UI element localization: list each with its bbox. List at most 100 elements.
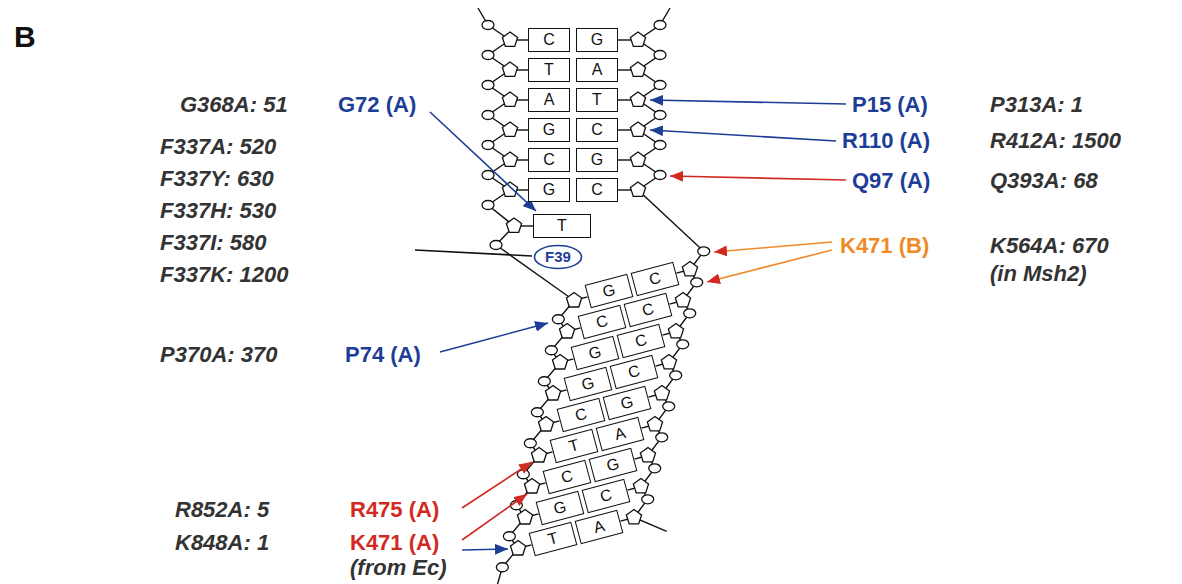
base-letter: G bbox=[591, 31, 603, 49]
base-letter: G bbox=[601, 281, 618, 301]
mutation-label: F337K: 1200 bbox=[160, 262, 288, 287]
base-box: C bbox=[617, 323, 666, 358]
residue-ellipse: F39 bbox=[533, 244, 583, 270]
base-box: A bbox=[575, 509, 624, 544]
base-letter: C bbox=[647, 269, 663, 289]
panel-label: B bbox=[14, 20, 36, 55]
base-box: T bbox=[576, 88, 618, 112]
mutation-label: F337Y: 630 bbox=[160, 166, 274, 191]
phosphate-oval bbox=[482, 141, 494, 150]
sugar-pentagon bbox=[502, 62, 517, 76]
sugar-pentagon bbox=[538, 417, 553, 431]
sugar-pentagon bbox=[545, 386, 560, 400]
base-box: A bbox=[596, 416, 645, 451]
base-letter: T bbox=[557, 217, 567, 235]
residue-label: K471 (B) bbox=[840, 233, 929, 258]
base-box: C bbox=[528, 148, 570, 172]
base-letter: G bbox=[580, 374, 597, 394]
mutation-label: F337I: 580 bbox=[160, 230, 266, 255]
phosphate-oval bbox=[482, 21, 494, 30]
phosphate-oval bbox=[552, 315, 564, 324]
base-letter: C bbox=[640, 300, 656, 320]
base-letter: A bbox=[613, 424, 628, 444]
base-letter: C bbox=[633, 331, 649, 351]
phosphate-oval bbox=[482, 171, 494, 180]
sugar-pentagon bbox=[630, 62, 645, 76]
phosphate-oval bbox=[503, 532, 515, 541]
base-box: C bbox=[631, 261, 680, 296]
leader-arrow bbox=[462, 462, 532, 508]
base-box: C bbox=[610, 354, 659, 389]
sugar-pentagon bbox=[661, 354, 676, 368]
mutation-label: G368A: 51 bbox=[180, 92, 288, 117]
base-letter: C bbox=[591, 181, 603, 199]
sugar-pentagon bbox=[566, 293, 581, 307]
sugar-pentagon bbox=[510, 541, 525, 555]
sugar-pentagon bbox=[630, 32, 645, 46]
base-letter: T bbox=[592, 91, 602, 109]
residue-label: R110 (A) bbox=[842, 128, 930, 153]
sugar-pentagon bbox=[502, 32, 517, 46]
leader-arrow bbox=[650, 130, 836, 141]
base-box: C bbox=[576, 118, 618, 142]
base-letter: C bbox=[598, 486, 614, 506]
residue-label: G72 (A) bbox=[338, 92, 416, 117]
note-label: (in Msh2) bbox=[990, 261, 1087, 286]
base-letter: C bbox=[573, 405, 589, 425]
phosphate-oval bbox=[482, 201, 494, 210]
base-letter: T bbox=[546, 529, 560, 549]
leader-arrow bbox=[415, 250, 532, 256]
residue-label: P15 (A) bbox=[852, 92, 928, 117]
residue-label: R475 (A) bbox=[350, 497, 439, 522]
base-box: T bbox=[528, 58, 570, 82]
base-letter: C bbox=[626, 362, 642, 382]
phosphate-oval bbox=[670, 371, 682, 380]
residue-name: F39 bbox=[545, 249, 571, 266]
sugar-pentagon bbox=[633, 478, 648, 492]
sugar-pentagon bbox=[524, 479, 539, 493]
phosphate-oval bbox=[663, 402, 675, 411]
base-letter: G bbox=[619, 393, 636, 413]
phosphate-oval bbox=[654, 171, 666, 180]
sugar-pentagon bbox=[502, 92, 517, 106]
sugar-pentagon bbox=[559, 324, 574, 338]
base-letter: A bbox=[544, 91, 555, 109]
phosphate-oval bbox=[691, 278, 703, 287]
sugar-pentagon bbox=[531, 448, 546, 462]
base-letter: C bbox=[594, 312, 610, 332]
phosphate-oval bbox=[545, 346, 557, 355]
phosphate-oval bbox=[642, 495, 654, 504]
base-letter: G bbox=[552, 498, 569, 518]
mutation-label: K564A: 670 bbox=[990, 233, 1109, 258]
sugar-pentagon bbox=[647, 416, 662, 430]
phosphate-oval bbox=[654, 111, 666, 120]
base-letter: C bbox=[543, 31, 555, 49]
base-box: G bbox=[603, 385, 652, 420]
leader-arrow bbox=[462, 549, 508, 550]
residue-label: Q97 (A) bbox=[852, 168, 930, 193]
sugar-pentagon bbox=[630, 152, 645, 166]
sugar-pentagon bbox=[517, 510, 532, 524]
phosphate-oval bbox=[654, 141, 666, 150]
sugar-pentagon bbox=[630, 92, 645, 106]
base-box: A bbox=[576, 58, 618, 82]
base-letter: G bbox=[587, 343, 604, 363]
sugar-pentagon bbox=[502, 122, 517, 136]
phosphate-oval bbox=[654, 21, 666, 30]
phosphate-oval bbox=[482, 111, 494, 120]
base-letter: G bbox=[605, 455, 622, 475]
base-letter: C bbox=[559, 467, 575, 487]
phosphate-oval bbox=[656, 433, 668, 442]
base-box: A bbox=[528, 88, 570, 112]
phosphate-oval bbox=[649, 464, 661, 473]
base-box: C bbox=[576, 178, 618, 202]
leader-arrow bbox=[670, 176, 846, 180]
base-box: C bbox=[528, 28, 570, 52]
base-letter: C bbox=[591, 121, 603, 139]
base-letter: T bbox=[567, 436, 581, 456]
sugar-pentagon bbox=[506, 218, 521, 232]
base-letter: G bbox=[543, 181, 555, 199]
unpaired-base-box: T bbox=[533, 214, 591, 238]
leader-arrow bbox=[650, 100, 846, 104]
phosphate-oval bbox=[698, 247, 710, 256]
